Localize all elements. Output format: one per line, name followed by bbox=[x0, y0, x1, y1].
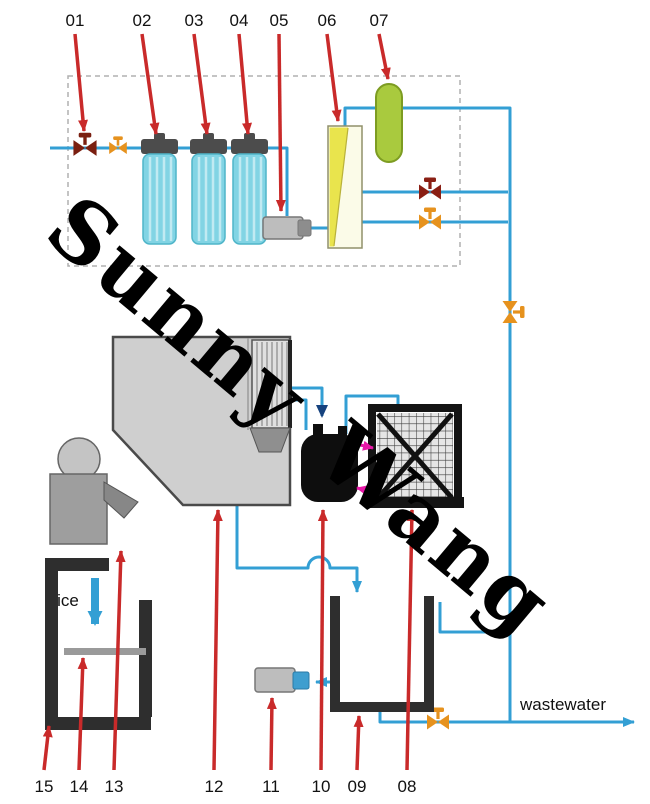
dispenser-housing bbox=[49, 473, 108, 545]
ice-dispenser-unit bbox=[49, 437, 139, 545]
bin-top-lip bbox=[45, 558, 109, 571]
valve-branch-upper bbox=[419, 177, 441, 200]
arrow-12 bbox=[212, 509, 223, 771]
label-01: 01 bbox=[66, 11, 85, 30]
arrow-09 bbox=[353, 715, 364, 771]
arrow-03 bbox=[192, 33, 211, 135]
arrow-08 bbox=[405, 509, 417, 771]
number-labels: 01 02 03 04 05 06 07 15 14 13 12 11 10 0… bbox=[35, 11, 417, 796]
arrow-10 bbox=[317, 509, 328, 771]
arrow-14 bbox=[77, 657, 88, 771]
evaporator bbox=[251, 339, 292, 429]
label-10: 10 bbox=[312, 777, 331, 796]
ice-storage-bin bbox=[45, 558, 152, 730]
label-13: 13 bbox=[105, 777, 124, 796]
pipe-wastewater-line bbox=[378, 712, 635, 727]
water-tank bbox=[330, 596, 434, 712]
valve-inlet bbox=[73, 132, 97, 156]
valve-riser bbox=[502, 301, 525, 323]
arrow-07 bbox=[377, 33, 391, 80]
arrow-11 bbox=[266, 697, 277, 771]
filter-cartridges bbox=[141, 133, 268, 245]
ice-chute bbox=[103, 481, 139, 519]
label-07: 07 bbox=[370, 11, 389, 30]
refrigerant-arrow-out bbox=[355, 440, 374, 451]
pipe-evaporator-return bbox=[288, 398, 308, 430]
valve-feed-small bbox=[109, 136, 127, 154]
pipe-membrane-to-tank bbox=[343, 106, 377, 128]
ice-label: ice bbox=[57, 591, 79, 610]
label-05: 05 bbox=[270, 11, 289, 30]
arrow-13 bbox=[112, 550, 126, 771]
wastewater-label: wastewater bbox=[519, 695, 606, 714]
tank-right-wall bbox=[424, 596, 434, 712]
bin-bottom bbox=[45, 717, 151, 730]
pressure-tank bbox=[375, 83, 403, 163]
label-08: 08 bbox=[398, 777, 417, 796]
refrigerant-arrow-in bbox=[356, 485, 375, 496]
arrow-06 bbox=[325, 33, 342, 122]
pipe-evaporator-suction bbox=[288, 386, 328, 418]
filter-cartridge-1 bbox=[141, 133, 178, 245]
valve-branch-lower bbox=[419, 207, 441, 230]
bin-shelf bbox=[64, 648, 146, 655]
bin-left-wall bbox=[45, 558, 58, 730]
recirculation-pump bbox=[254, 667, 310, 693]
pipe-tank-overflow bbox=[438, 602, 510, 634]
pipe-inlet-feed bbox=[50, 146, 289, 216]
arrow-05 bbox=[275, 33, 286, 212]
label-15: 15 bbox=[35, 777, 54, 796]
filter-cartridge-3 bbox=[231, 133, 268, 245]
arrow-04 bbox=[237, 33, 252, 135]
label-14: 14 bbox=[70, 777, 89, 796]
condenser bbox=[366, 404, 464, 508]
label-11: 11 bbox=[262, 777, 280, 796]
arrow-15 bbox=[42, 725, 53, 771]
pipe-drain-to-tank bbox=[235, 506, 362, 593]
tank-left-wall bbox=[330, 596, 340, 712]
compressor bbox=[301, 424, 358, 502]
pipe-compressor-to-condenser bbox=[344, 394, 400, 434]
filter-cartridge-2 bbox=[190, 133, 227, 245]
ro-membrane bbox=[327, 125, 363, 249]
ice-machine-body bbox=[111, 335, 292, 507]
annotation-arrows bbox=[42, 33, 417, 771]
label-12: 12 bbox=[205, 777, 224, 796]
ice-collection-trough bbox=[249, 427, 291, 453]
arrow-02 bbox=[140, 33, 160, 135]
filtration-enclosure-outline bbox=[67, 75, 461, 267]
label-04: 04 bbox=[230, 11, 249, 30]
label-02: 02 bbox=[133, 11, 152, 30]
refrigerant-arrows bbox=[355, 440, 375, 496]
label-09: 09 bbox=[348, 777, 367, 796]
label-06: 06 bbox=[318, 11, 337, 30]
bin-right-wall bbox=[139, 600, 152, 717]
arrow-01 bbox=[73, 33, 88, 132]
booster-pump bbox=[262, 216, 312, 240]
tank-bottom bbox=[330, 702, 434, 712]
pipe-main-riser bbox=[402, 106, 512, 722]
label-03: 03 bbox=[185, 11, 204, 30]
